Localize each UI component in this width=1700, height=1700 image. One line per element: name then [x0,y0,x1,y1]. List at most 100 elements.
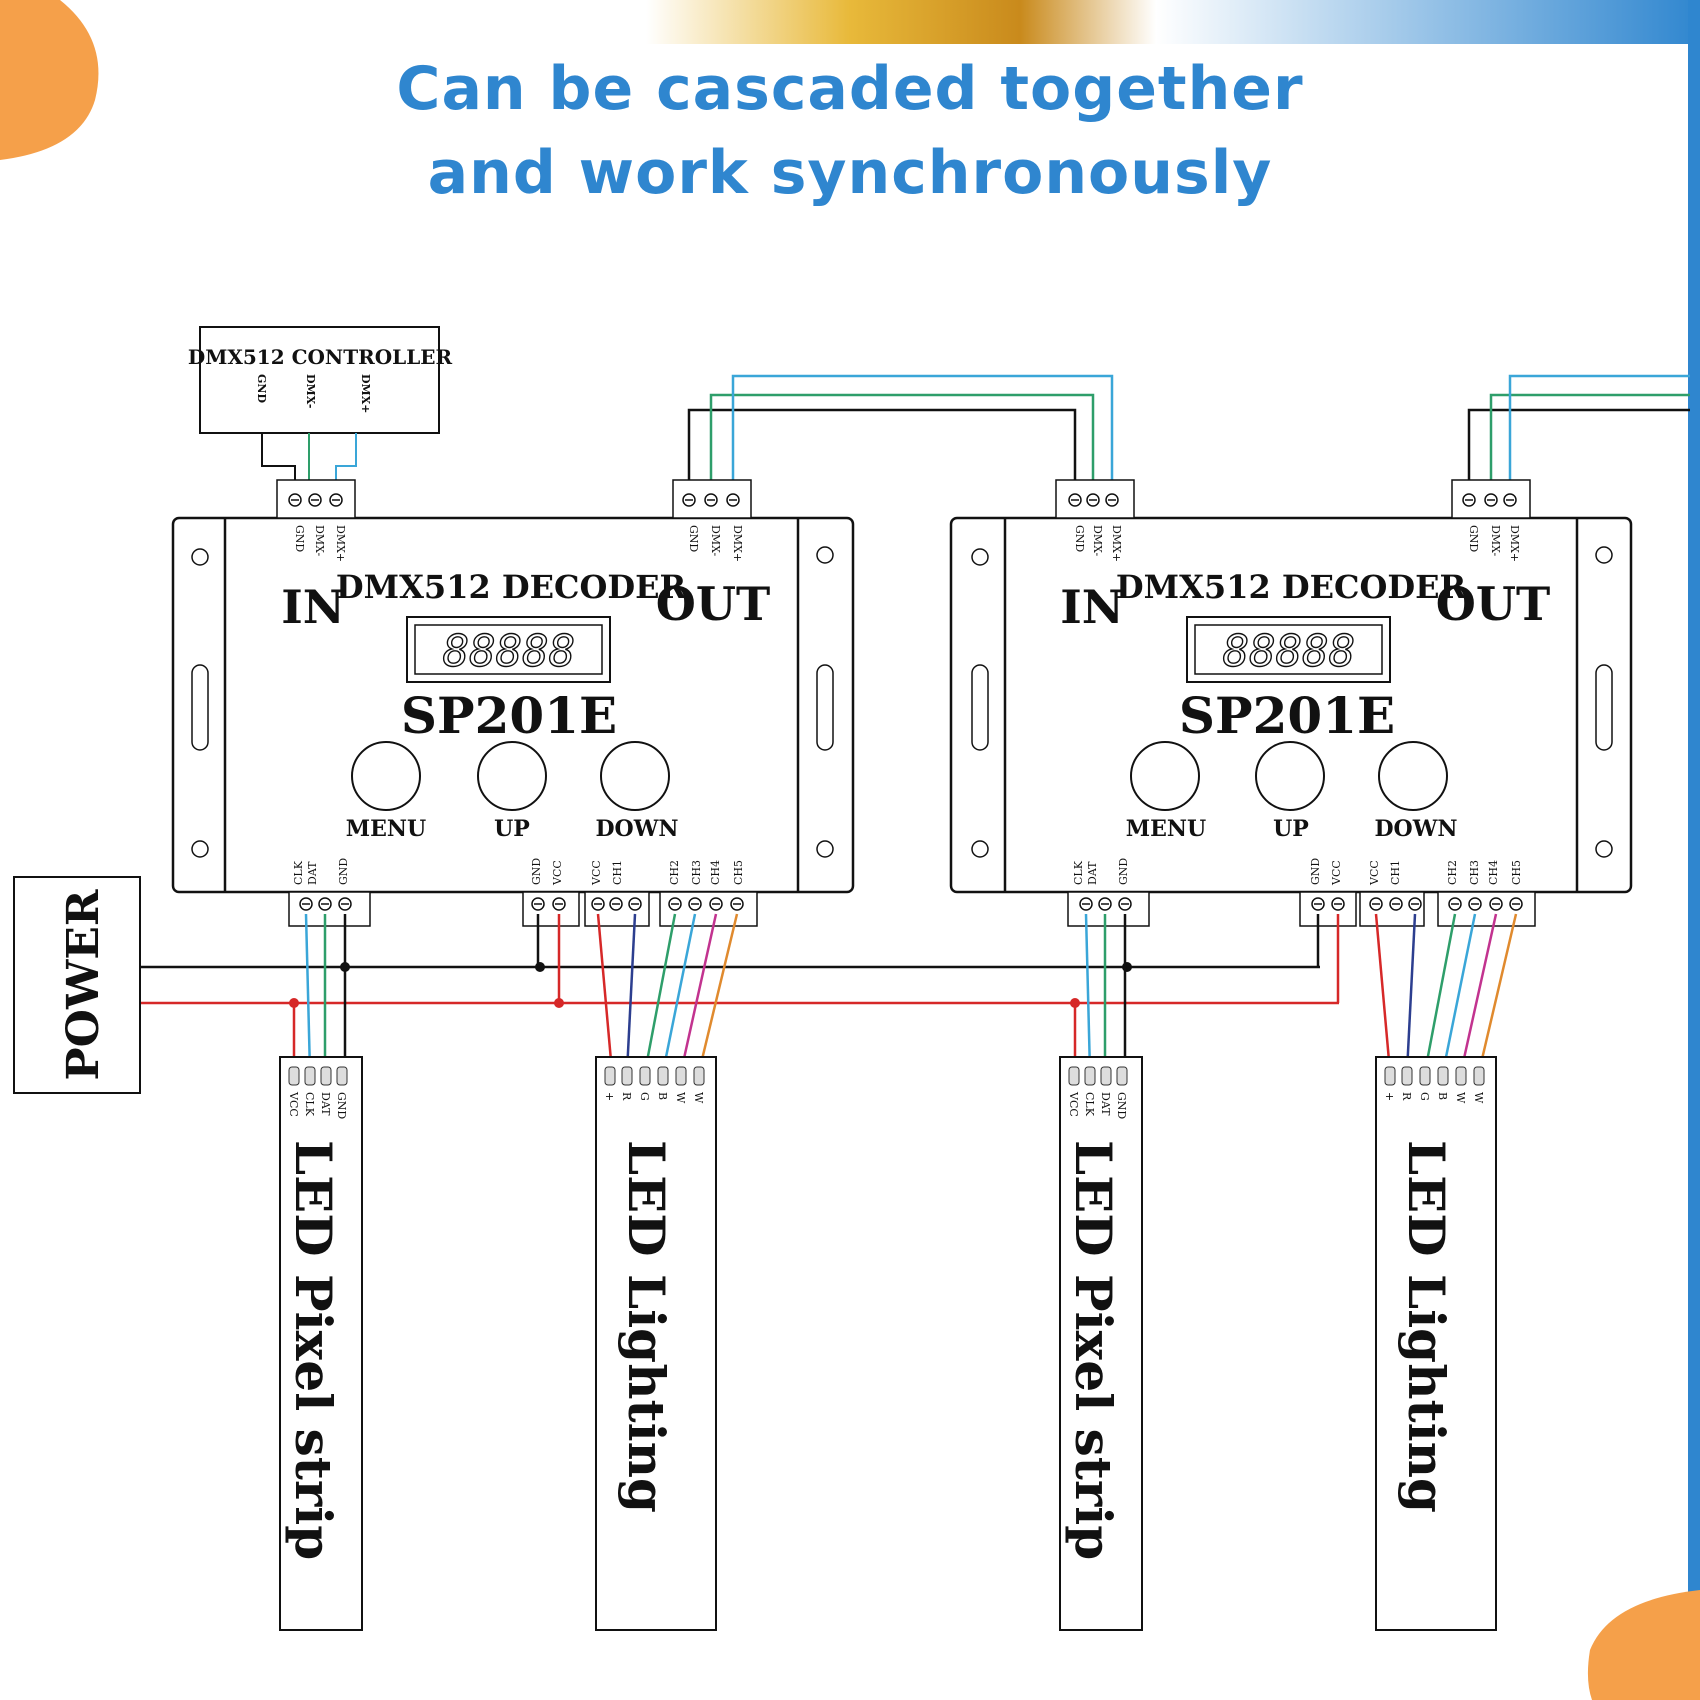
pixel-strip-1-label: LED Pixel strip [284,1140,343,1560]
pin-label: W [692,1092,705,1104]
decoder1-in-pin-gnd: GND [293,525,306,552]
decoder1-out-label: OUT [656,577,770,631]
pin-label: CH4 [1487,860,1500,885]
controller-pin-dmx-minus: DMX- [304,374,317,408]
pin-label: CH3 [1468,860,1481,885]
pin-label: W [1472,1092,1485,1104]
pin-label: CH2 [668,860,681,885]
top-gradient-bar [0,0,1700,44]
pin-label: CLK [303,1092,316,1117]
controller-label: DMX512 CONTROLLER [188,345,453,369]
pin-label: + [603,1092,616,1101]
lighting-strip-1-label: LED Lighting [617,1140,676,1513]
decoder2-out-pin-gnd: GND [1467,525,1480,552]
decoder-unit-1: GND DMX- DMX+ GND DMX- DMX+ IN OUT DMX51… [171,479,855,927]
pin-label: DAT [306,861,319,885]
pin-label: CLK [1072,860,1085,885]
headline-line-1: Can be cascaded together [396,54,1304,124]
pin-label: DAT [1099,1092,1112,1116]
decoder1-menu-button[interactable] [351,741,421,811]
decoder1-in-pin-dmx-plus: DMX+ [334,525,347,562]
controller-pin-dmx-plus: DMX+ [359,374,372,413]
decoder1-down-label: DOWN [595,816,678,842]
pin-label: GND [1117,858,1130,885]
pin-label: CLK [1083,1092,1096,1117]
decoder2-menu-label: MENU [1126,816,1206,842]
pixel-strip-2-label: LED Pixel strip [1064,1140,1123,1560]
decoder2-up-label: UP [1273,816,1309,842]
pin-label: GND [530,858,543,885]
decoder-unit-2: GND DMX- DMX+ GND DMX- DMX+ IN OUT DMX51… [949,479,1633,927]
pin-label: G [1418,1092,1431,1101]
pin-label: VCC [1368,860,1381,886]
dmx-controller: DMX512 CONTROLLER GND DMX- DMX+ [188,326,453,434]
pin-label: R [1400,1092,1413,1101]
pin-label: GND [335,1092,348,1119]
pin-label: DAT [319,1092,332,1116]
decoder1-display-digits: 88888 [443,626,575,677]
decoder2-in-pin-dmx-minus: DMX- [1091,525,1104,557]
power-label: POWER [58,889,109,1080]
power-supply: POWER [13,876,141,1094]
pin-label: + [1383,1092,1396,1101]
pin-label: CH2 [1446,860,1459,885]
bottom-right-orange-shape [1587,1590,1700,1700]
decoder1-out-pin-gnd: GND [687,525,700,552]
pin-label: W [1454,1092,1467,1104]
pin-label: B [1436,1092,1449,1100]
pin-label: VCC [1330,860,1343,886]
pin-label: CH1 [611,860,624,885]
pin-label: B [656,1092,669,1100]
decoder2-title: DMX512 DECODER [1116,568,1467,606]
decoder1-model: SP201E [401,686,617,745]
led-lighting-strip-2: + R G B W W LED Lighting [1375,1056,1497,1631]
pin-label: DAT [1086,861,1099,885]
pin-label: CLK [292,860,305,885]
pin-label: W [674,1092,687,1104]
decoder1-title: DMX512 DECODER [336,568,687,606]
pin-label: VCC [551,860,564,886]
pin-label: CH4 [709,860,722,885]
decoder1-in-pin-dmx-minus: DMX- [313,525,326,557]
pin-label: CH5 [1510,860,1523,885]
pin-label: R [620,1092,633,1101]
pin-label: VCC [287,1091,300,1117]
decoder1-menu-label: MENU [346,816,426,842]
led-lighting-strip-1: + R G B W W LED Lighting [595,1056,717,1631]
decoder2-menu-button[interactable] [1130,741,1200,811]
decoder2-model: SP201E [1179,686,1395,745]
pin-label: GND [1115,1092,1128,1119]
led-pixel-strip-2: VCC CLK DAT GND LED Pixel strip [1059,1056,1143,1631]
decoder2-out-pin-dmx-minus: DMX- [1489,525,1502,557]
pin-label: CH1 [1389,860,1402,885]
decoder2-in-label: IN [1060,580,1124,634]
lighting-strip-2-label: LED Lighting [1397,1140,1456,1513]
decoder2-up-button[interactable] [1255,741,1325,811]
led-pixel-strip-1: VCC CLK DAT GND LED Pixel strip [279,1056,363,1631]
pin-label: CH5 [732,860,745,885]
decoder1-up-button[interactable] [477,741,547,811]
top-left-orange-shape [0,0,99,160]
decoder2-in-pin-dmx-plus: DMX+ [1110,525,1123,562]
right-blue-border [1688,0,1700,1700]
decoder2-display-digits: 88888 [1223,626,1355,677]
decoder1-up-label: UP [494,816,530,842]
decoder1-down-button[interactable] [600,741,670,811]
decoder2-out-pin-dmx-plus: DMX+ [1508,525,1521,562]
pin-label: GND [1309,858,1322,885]
controller-pin-gnd: GND [255,374,268,403]
decoder2-down-label: DOWN [1374,816,1457,842]
decoder1-in-label: IN [281,580,345,634]
headline-line-2: and work synchronously [427,138,1273,208]
decoder2-in-pin-gnd: GND [1073,525,1086,552]
decoder1-out-pin-dmx-plus: DMX+ [731,525,744,562]
decoder2-down-button[interactable] [1378,741,1448,811]
decoder1-out-pin-dmx-minus: DMX- [709,525,722,557]
pin-label: GND [337,858,350,885]
decoder2-out-label: OUT [1436,577,1550,631]
pin-label: VCC [590,860,603,886]
pin-label: VCC [1067,1091,1080,1117]
pin-label: CH3 [690,860,703,885]
pin-label: G [638,1092,651,1101]
